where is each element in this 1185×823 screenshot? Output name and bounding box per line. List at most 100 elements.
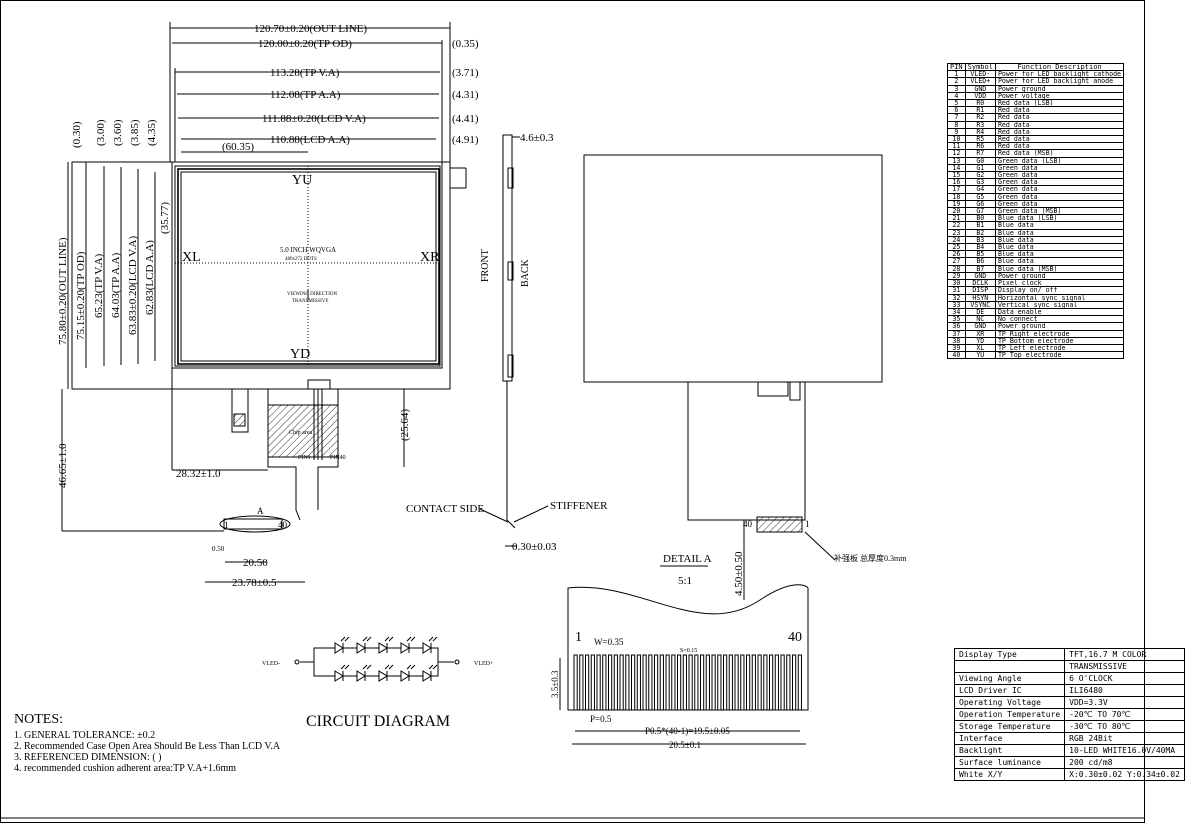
pin-function: Blue data — [994, 228, 1125, 237]
detail-s: S=0.15 — [680, 648, 697, 654]
fpc-pin40-label: 40 — [278, 520, 288, 530]
dim-lcdaa-gap: (4.91) — [452, 134, 479, 146]
detail-scale: 5:1 — [678, 575, 692, 587]
dim-lcdaa-h: 62.83(LCD A.A) — [144, 240, 156, 315]
pin-symbol: B4 — [964, 243, 996, 252]
dim-tpaa-h: 64.03(TP A.A) — [110, 252, 122, 318]
spec-key: White X/Y — [953, 768, 1066, 781]
contact-finger — [596, 654, 601, 711]
detail-height: 3.5±0.3 — [550, 670, 560, 698]
side-tab-3 — [507, 354, 514, 378]
dim-v435: (4.35) — [146, 119, 158, 146]
spec-key: LCD Driver IC — [953, 684, 1066, 697]
pin-function: Green data — [994, 185, 1125, 194]
fpc: Chip area PIN1 PIN40 A 1 40 — [219, 379, 346, 533]
pin-symbol: G3 — [964, 178, 996, 187]
terminal-left — [294, 659, 300, 665]
pin-function: Red data — [994, 135, 1125, 144]
transmissive-label: TRANSMISSIVE — [292, 299, 328, 304]
pin-symbol: R4 — [964, 127, 996, 137]
pin-symbol: R6 — [964, 142, 996, 151]
chip-label: Chip area — [289, 430, 312, 436]
circuit-diagram: VLED- VLED+ CIRCUIT DIAGRAM — [262, 636, 494, 730]
contact-finger — [602, 654, 607, 711]
bl-tail — [231, 388, 249, 433]
dim-v385: (3.85) — [129, 119, 141, 146]
bl-tail-pad — [233, 413, 246, 427]
pin-symbol: G2 — [964, 171, 996, 180]
dim-tpva-h: 65.23(TP V.A) — [93, 253, 105, 318]
pin40-label: PIN40 — [330, 455, 346, 461]
spec-value: TRANSMISSIVE — [1064, 660, 1185, 673]
pin-symbol: G1 — [964, 163, 996, 173]
spec-row: TRANSMISSIVE — [953, 660, 1185, 673]
contact-finger — [763, 654, 768, 711]
spec-value: 6 O'CLOCK — [1064, 672, 1185, 685]
back-fpc — [687, 382, 806, 521]
label-vled-minus: VLED- — [262, 661, 280, 667]
contact-finger — [585, 654, 590, 711]
spec-value: -20℃ TO 70℃ — [1064, 708, 1185, 721]
pin-function: Blue data — [994, 235, 1125, 245]
detail-a-letter: A — [257, 506, 264, 516]
contact-finger — [590, 654, 595, 711]
spec-row: Operation Temperature-20℃ TO 70℃ — [953, 708, 1185, 721]
contact-finger — [757, 654, 762, 711]
led-diode — [334, 636, 350, 654]
contact-finger — [608, 654, 613, 711]
contact-finger — [711, 654, 716, 711]
dim-detail-h: 4.50±0.50 — [733, 551, 745, 596]
led-diode — [356, 664, 372, 682]
detail-fingers — [573, 654, 802, 711]
spec-key: Display Type — [953, 648, 1066, 661]
pin-symbol: G5 — [964, 192, 996, 201]
contact-finger — [579, 654, 584, 711]
contact-finger — [740, 654, 745, 711]
pin-function: Green data — [994, 199, 1125, 209]
dim-tpaa-gap: (4.31) — [452, 89, 479, 101]
engineering-drawing: YU YD XL XR 5.0 INCH WQVGA 480x272 DOTS … — [0, 0, 1145, 823]
pin-symbol: B1 — [964, 221, 996, 230]
led-array — [334, 636, 438, 682]
pin-function: TP Top electrode — [994, 351, 1125, 360]
dim-v030: (0.30) — [71, 121, 83, 148]
dim-outline-h: 75.80±0.20(OUT LINE) — [57, 237, 69, 345]
detail-pin1: 1 — [575, 630, 582, 645]
stiff-note: 补强板 总厚度0.3mm — [834, 553, 907, 563]
led-diode — [400, 664, 416, 682]
spec-row: Storage Temperature-30℃ TO 80℃ — [953, 720, 1185, 733]
front-view: YU YD XL XR 5.0 INCH WQVGA 480x272 DOTS … — [57, 22, 479, 589]
led-diode — [422, 664, 438, 682]
pin-symbol: B2 — [964, 228, 996, 237]
spec-value: -30℃ TO 80℃ — [1064, 720, 1185, 733]
spec-key: Backlight — [953, 744, 1066, 757]
dim-lcdva-gap: (4.41) — [452, 113, 479, 125]
detail-total: 20.5±0.1 — [669, 740, 701, 750]
contact-finger — [774, 654, 779, 711]
dim-tpva-w: 113.28(TP V.A) — [270, 67, 340, 79]
contact-finger — [671, 654, 676, 711]
contact-finger — [688, 654, 693, 711]
pin-symbol: R5 — [964, 135, 996, 144]
dim-fpc-2050: 20.50 — [243, 557, 268, 569]
pin-symbol: G7 — [964, 207, 996, 216]
pin-function: Green data — [994, 192, 1125, 201]
